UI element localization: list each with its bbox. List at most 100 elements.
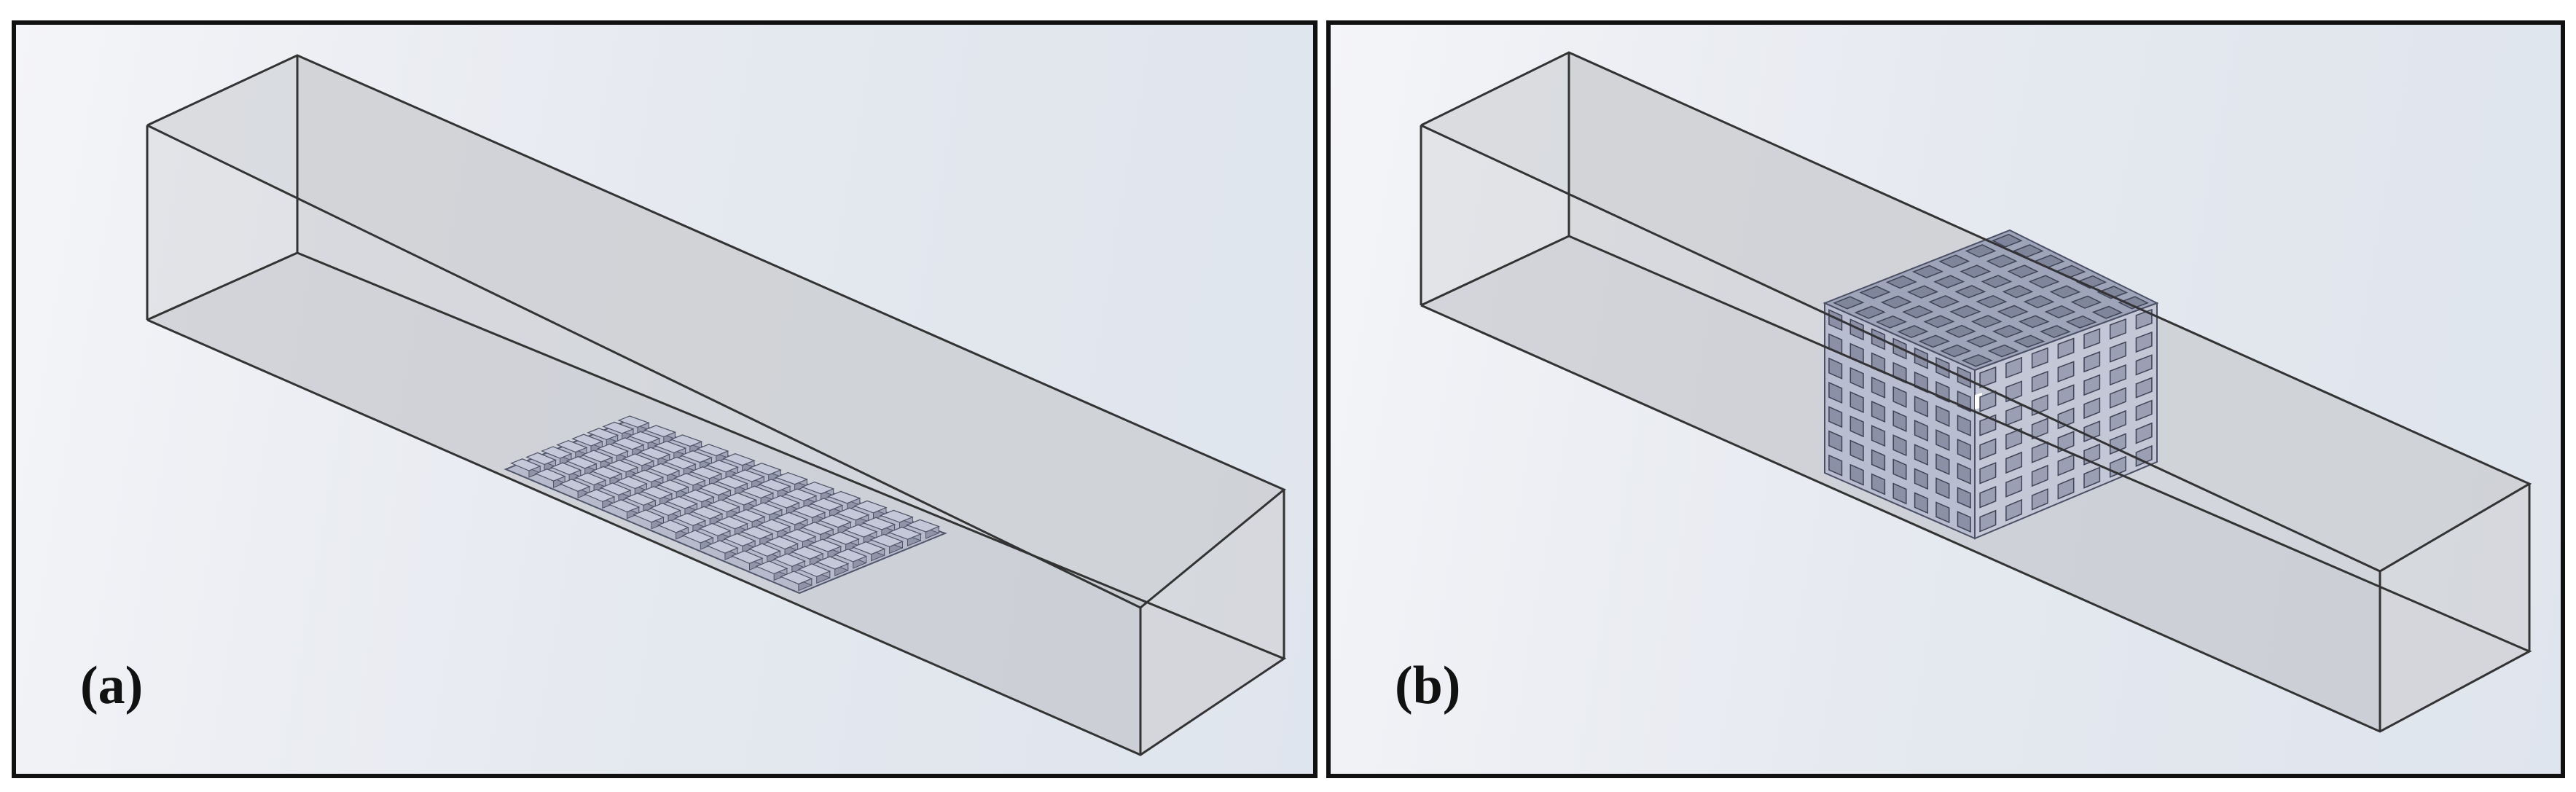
- raised-pad: [689, 466, 723, 479]
- square-perforation: [2135, 444, 2153, 467]
- square-perforation: [1892, 458, 1907, 481]
- raised-pad: [534, 468, 566, 482]
- raised-pad: [641, 486, 673, 499]
- square-perforation: [2135, 377, 2153, 399]
- raised-pad: [665, 495, 699, 509]
- square-perforation: [2097, 286, 2129, 299]
- raised-pad: [600, 482, 632, 496]
- square-perforation: [1954, 285, 1986, 299]
- raised-pad: [612, 437, 645, 450]
- square-perforation: [1979, 390, 1997, 412]
- square-perforation: [2005, 404, 2023, 426]
- raised-pad: [767, 495, 801, 509]
- raised-pad: [590, 466, 623, 479]
- raised-pad: [657, 519, 689, 533]
- square-perforation: [1914, 444, 1929, 466]
- raised-pad: [608, 499, 641, 513]
- raised-pad: [581, 450, 614, 463]
- raised-pad: [792, 505, 826, 519]
- raised-pad: [648, 463, 681, 477]
- square-perforation: [2057, 384, 2075, 407]
- duct-drawing-a: [146, 54, 1287, 756]
- raised-pad: [723, 533, 756, 547]
- square-perforation: [1997, 305, 2029, 318]
- square-perforation: [1918, 334, 1950, 348]
- square-perforation: [2028, 275, 2060, 289]
- raised-pad: [905, 519, 941, 533]
- square-perforation: [2005, 451, 2023, 474]
- panel-b: (b): [1326, 20, 2565, 778]
- square-perforation: [1979, 485, 1997, 509]
- square-perforation: [2031, 464, 2048, 487]
- raised-pad: [654, 440, 687, 454]
- square-perforation: [1854, 305, 1886, 319]
- panel-a: (a): [12, 20, 1318, 778]
- raised-pad: [559, 479, 591, 492]
- square-perforation: [1828, 430, 1843, 452]
- raised-pad: [673, 512, 707, 527]
- raised-pad: [643, 425, 677, 438]
- square-perforation: [1871, 425, 1886, 447]
- square-perforation: [1935, 404, 1950, 427]
- raised-pad: [657, 479, 690, 493]
- square-perforation: [1914, 468, 1929, 490]
- right-face-perforations: [1979, 308, 2153, 533]
- square-perforation: [1957, 439, 1971, 460]
- raised-pad: [748, 463, 782, 476]
- square-perforation: [2135, 399, 2153, 422]
- square-perforation: [1876, 315, 1908, 329]
- square-perforation: [2049, 285, 2081, 299]
- raised-pad: [772, 553, 807, 568]
- square-perforation: [2083, 374, 2101, 396]
- raised-pad: [732, 509, 766, 522]
- raised-pad: [797, 563, 831, 578]
- square-perforation: [1979, 438, 1997, 460]
- square-perforation: [1979, 414, 1997, 436]
- square-perforation: [1880, 295, 1912, 309]
- square-perforation: [2013, 334, 2045, 348]
- pad-array-insert: [504, 415, 947, 595]
- raised-pad: [853, 500, 888, 514]
- square-perforation: [2083, 328, 2101, 350]
- square-perforation: [1979, 366, 1997, 388]
- square-perforation: [2023, 295, 2055, 309]
- square-perforation: [1979, 509, 1997, 533]
- square-perforation: [2031, 370, 2048, 393]
- duct-inlet-face: [1421, 52, 1569, 305]
- raised-pad: [682, 489, 716, 503]
- square-perforation: [1914, 420, 1929, 442]
- square-perforation: [1960, 264, 1992, 278]
- square-perforation: [1966, 334, 1998, 348]
- raised-pad: [722, 453, 756, 466]
- raised-pad: [758, 479, 791, 492]
- duct-edges: [146, 54, 1287, 756]
- raised-pad: [780, 571, 813, 585]
- raised-pad: [706, 540, 739, 554]
- raised-pad: [748, 543, 781, 557]
- square-perforation: [1849, 463, 1864, 486]
- raised-pad: [749, 502, 783, 516]
- square-perforation: [1892, 434, 1907, 457]
- panel-label-b: (b): [1395, 656, 1461, 715]
- square-perforation: [1849, 391, 1864, 414]
- square-perforation: [2135, 332, 2153, 353]
- raised-pad: [791, 546, 824, 560]
- raised-pad: [602, 421, 635, 434]
- square-perforation: [2070, 295, 2102, 309]
- square-perforation: [1938, 254, 1970, 268]
- square-perforation: [1933, 275, 1965, 289]
- raised-pad: [575, 472, 607, 486]
- square-perforation: [2118, 296, 2149, 310]
- square-perforation: [2057, 361, 2075, 383]
- square-perforation: [1906, 285, 1939, 299]
- duct-inlet-face: [147, 55, 297, 320]
- square-perforation: [2057, 477, 2075, 500]
- square-perforation: [1902, 305, 1934, 319]
- raised-pad: [775, 471, 809, 485]
- raised-pad: [556, 439, 588, 453]
- square-perforation: [2083, 466, 2101, 489]
- raised-pad: [698, 522, 732, 537]
- raised-pad: [627, 431, 661, 444]
- raised-pad: [606, 460, 639, 473]
- raised-pad: [632, 469, 665, 483]
